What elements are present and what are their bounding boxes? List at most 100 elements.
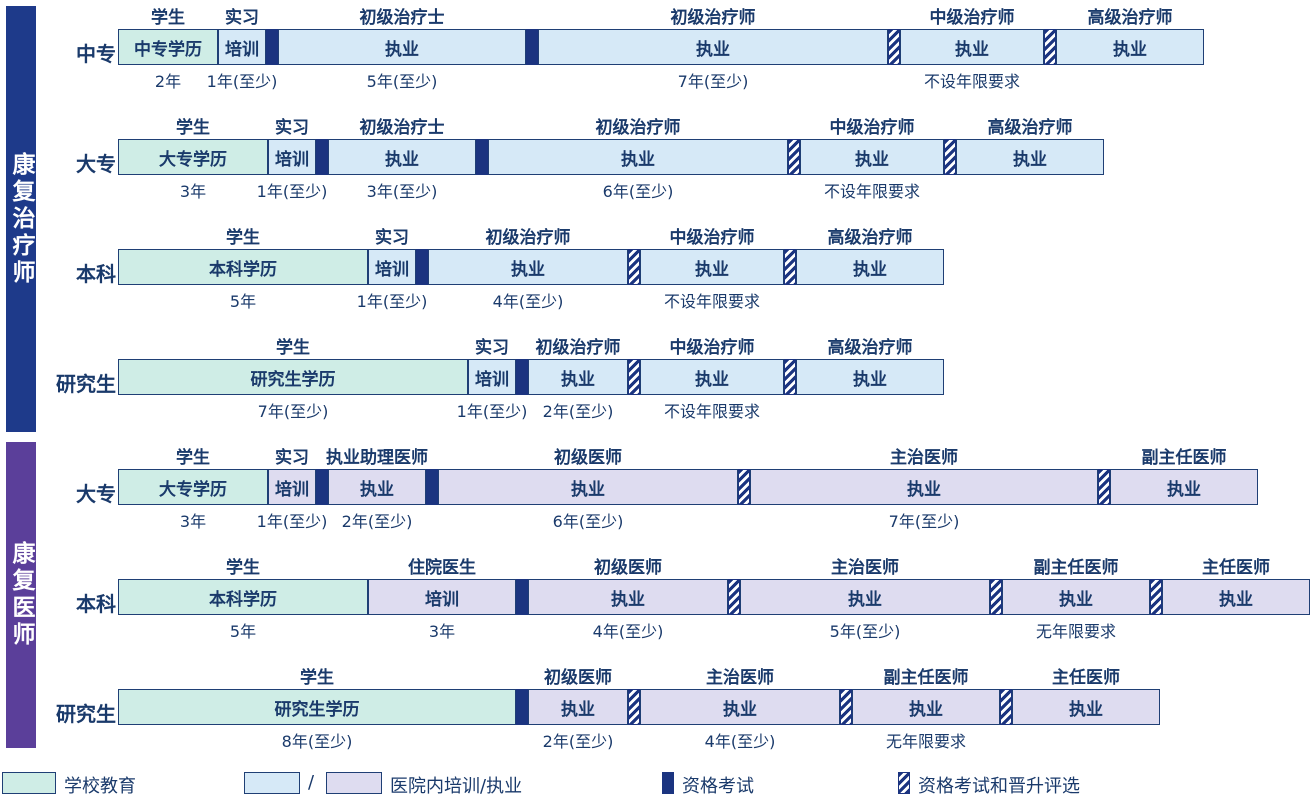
stage-title: 副主任医师 <box>883 668 969 688</box>
stage-duration: 7年(至少) <box>888 512 960 531</box>
stage-title: 初级治疗师 <box>535 338 621 358</box>
qualification-exam-marker <box>316 139 328 175</box>
qualification-exam-marker <box>476 139 488 175</box>
legend-exam-icon <box>662 772 674 794</box>
stage-bar: 本科学历 <box>118 249 368 285</box>
stage-duration: 5年 <box>229 622 257 641</box>
stage-title: 实习 <box>375 228 409 248</box>
stage-title: 主任医师 <box>1202 558 1270 578</box>
stage-bar: 中专学历 <box>118 29 218 65</box>
stage-title: 学生 <box>176 448 210 468</box>
legend-training-swatch-blue <box>244 772 300 794</box>
stage-bar: 培训 <box>368 249 416 285</box>
legend: 学校教育 / 医院内培训/执业 资格考试 资格考试和晋升评选 <box>0 766 1313 800</box>
stage-title: 初级医师 <box>594 558 662 578</box>
stage-title: 执业助理医师 <box>326 448 428 468</box>
exam-promotion-marker <box>788 139 800 175</box>
stage-bar: 执业 <box>1056 29 1204 65</box>
stage-title: 学生 <box>151 8 185 28</box>
stage-duration: 不设年限要求 <box>663 402 761 421</box>
stage-bar: 执业 <box>328 469 426 505</box>
stage-duration: 1年(至少) <box>356 292 428 311</box>
stage-title: 主治医师 <box>706 668 774 688</box>
stage-bar: 大专学历 <box>118 469 268 505</box>
stage-bar: 培训 <box>218 29 266 65</box>
stage-title: 学生 <box>276 338 310 358</box>
stage-duration: 不设年限要求 <box>663 292 761 311</box>
row-label: 大专 <box>76 152 116 176</box>
stage-bar: 培训 <box>268 469 316 505</box>
stage-bar: 执业 <box>428 249 628 285</box>
exam-promotion-marker <box>1000 689 1012 725</box>
row-label: 研究生 <box>56 372 116 396</box>
stage-bar: 执业 <box>800 139 944 175</box>
stage-bar: 执业 <box>796 359 944 395</box>
stage-duration: 1年(至少) <box>456 402 528 421</box>
stage-title: 实习 <box>275 448 309 468</box>
stage-title: 副主任医师 <box>1141 448 1227 468</box>
stage-bar: 执业 <box>538 29 888 65</box>
stage-bar: 执业 <box>640 689 840 725</box>
stage-duration: 3年(至少) <box>366 182 438 201</box>
stage-title: 学生 <box>300 668 334 688</box>
legend-slash: / <box>308 772 315 793</box>
stage-bar: 执业 <box>640 249 784 285</box>
stage-bar: 执业 <box>528 689 628 725</box>
stage-duration: 7年(至少) <box>677 72 749 91</box>
exam-promotion-marker <box>888 29 900 65</box>
stage-title: 中级治疗师 <box>669 228 755 248</box>
stage-title: 主治医师 <box>831 558 899 578</box>
stage-bar: 研究生学历 <box>118 359 468 395</box>
stage-duration: 不设年限要求 <box>923 72 1021 91</box>
stage-title: 高级治疗师 <box>987 118 1073 138</box>
stage-bar: 执业 <box>328 139 476 175</box>
qualification-exam-marker <box>316 469 328 505</box>
stage-title: 住院医生 <box>408 558 476 578</box>
stage-bar: 执业 <box>488 139 788 175</box>
stage-duration: 4年(至少) <box>592 622 664 641</box>
qualification-exam-marker <box>516 689 528 725</box>
stage-duration: 7年(至少) <box>257 402 329 421</box>
stage-duration: 6年(至少) <box>602 182 674 201</box>
group-label-therapist: 康复治疗师 <box>6 6 36 432</box>
stage-duration: 8年(至少) <box>281 732 353 751</box>
stage-title: 初级医师 <box>544 668 612 688</box>
row-label: 研究生 <box>56 702 116 726</box>
stage-duration: 1年(至少) <box>206 72 278 91</box>
stage-bar: 执业 <box>278 29 526 65</box>
exam-promotion-marker <box>784 249 796 285</box>
qualification-exam-marker <box>266 29 278 65</box>
qualification-exam-marker <box>516 579 528 615</box>
stage-title: 实习 <box>275 118 309 138</box>
row-label: 大专 <box>76 482 116 506</box>
legend-training-swatch-purple <box>326 772 382 794</box>
stage-title: 实习 <box>225 8 259 28</box>
stage-title: 初级治疗师 <box>670 8 756 28</box>
stage-bar: 本科学历 <box>118 579 368 615</box>
exam-promotion-marker <box>628 359 640 395</box>
stage-duration: 4年(至少) <box>492 292 564 311</box>
stage-duration: 无年限要求 <box>1035 622 1117 641</box>
exam-promotion-marker <box>628 249 640 285</box>
stage-duration: 无年限要求 <box>885 732 967 751</box>
stage-bar: 执业 <box>438 469 738 505</box>
qualification-exam-marker <box>526 29 538 65</box>
group-label-physician-text: 康复医师 <box>8 541 35 649</box>
stage-duration: 1年(至少) <box>256 182 328 201</box>
group-label-therapist-text: 康复治疗师 <box>8 151 35 287</box>
qualification-exam-marker <box>416 249 428 285</box>
stage-title: 学生 <box>226 228 260 248</box>
stage-title: 副主任医师 <box>1033 558 1119 578</box>
stage-title: 学生 <box>176 118 210 138</box>
stage-duration: 4年(至少) <box>704 732 776 751</box>
stage-title: 初级医师 <box>554 448 622 468</box>
stage-duration: 3年 <box>179 182 207 201</box>
group-label-physician: 康复医师 <box>6 442 36 748</box>
stage-bar: 执业 <box>740 579 990 615</box>
stage-duration: 5年(至少) <box>829 622 901 641</box>
stage-duration: 2年(至少) <box>542 402 614 421</box>
legend-school-label: 学校教育 <box>64 776 136 797</box>
row-label: 本科 <box>76 592 116 616</box>
stage-bar: 执业 <box>956 139 1104 175</box>
